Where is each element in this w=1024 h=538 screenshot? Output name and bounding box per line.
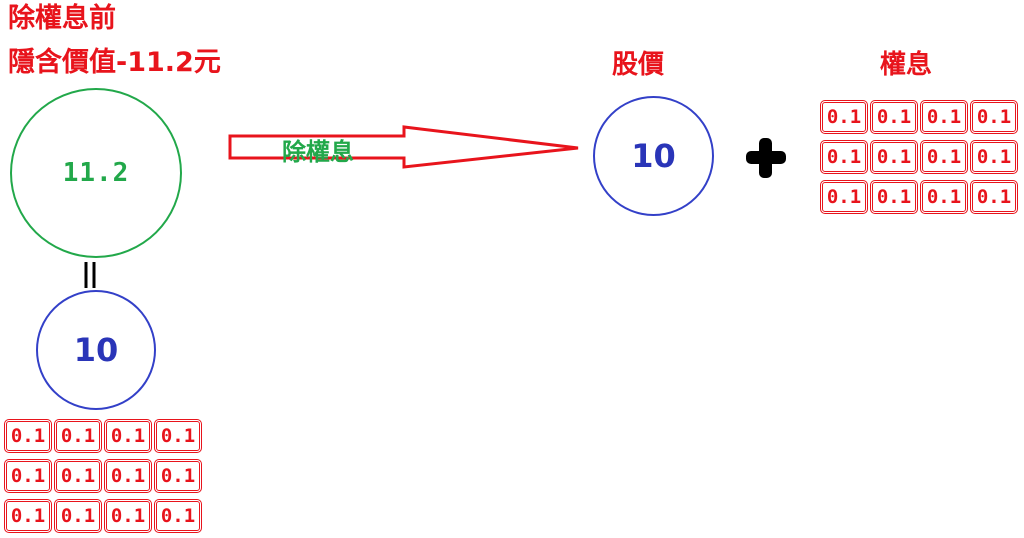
dividend-cell: 0.1 bbox=[54, 459, 102, 493]
dividend-cell: 0.1 bbox=[4, 499, 52, 533]
arrow-label: 除權息 bbox=[282, 138, 354, 166]
right-dividend-grid: 0.1 0.1 0.1 0.1 0.1 0.1 0.1 0.1 0.1 0.1 … bbox=[820, 98, 1018, 216]
pre-dividend-value-circle: 11.2 bbox=[10, 88, 182, 258]
dividend-cell: 0.1 bbox=[820, 140, 868, 174]
dividend-cell: 0.1 bbox=[920, 180, 968, 214]
dividend-cell: 0.1 bbox=[154, 459, 202, 493]
dividend-cell: 0.1 bbox=[820, 100, 868, 134]
stock-price-label: 股價 bbox=[612, 50, 665, 80]
title-line-2: 隱含價值-11.2元 bbox=[8, 47, 221, 78]
plus-sign bbox=[744, 136, 788, 180]
dividend-cell: 0.1 bbox=[970, 140, 1018, 174]
left-price-value: 10 bbox=[73, 331, 119, 369]
dividend-cell: 0.1 bbox=[820, 180, 868, 214]
dividend-cell: 0.1 bbox=[970, 100, 1018, 134]
dividend-cell: 0.1 bbox=[4, 419, 52, 453]
dividend-cell: 0.1 bbox=[104, 499, 152, 533]
dividend-cell: 0.1 bbox=[870, 100, 918, 134]
pre-dividend-value: 11.2 bbox=[62, 158, 130, 188]
dividend-cell: 0.1 bbox=[54, 499, 102, 533]
equals-sign bbox=[84, 262, 96, 288]
dividend-cell: 0.1 bbox=[154, 499, 202, 533]
title-line-1: 除權息前 bbox=[8, 3, 116, 34]
dividend-cell: 0.1 bbox=[870, 140, 918, 174]
dividend-label: 權息 bbox=[880, 50, 933, 80]
dividend-cell: 0.1 bbox=[104, 419, 152, 453]
dividend-cell: 0.1 bbox=[970, 180, 1018, 214]
dividend-cell: 0.1 bbox=[104, 459, 152, 493]
dividend-cell: 0.1 bbox=[920, 140, 968, 174]
left-dividend-grid: 0.1 0.1 0.1 0.1 0.1 0.1 0.1 0.1 0.1 0.1 … bbox=[4, 417, 202, 535]
dividend-cell: 0.1 bbox=[870, 180, 918, 214]
dividend-cell: 0.1 bbox=[54, 419, 102, 453]
left-price-circle: 10 bbox=[36, 290, 156, 410]
dividend-cell: 0.1 bbox=[920, 100, 968, 134]
ex-dividend-arrow bbox=[228, 125, 579, 169]
right-price-circle: 10 bbox=[593, 96, 714, 216]
plus-icon bbox=[746, 138, 786, 178]
dividend-cell: 0.1 bbox=[4, 459, 52, 493]
right-price-value: 10 bbox=[631, 137, 676, 175]
dividend-cell: 0.1 bbox=[154, 419, 202, 453]
